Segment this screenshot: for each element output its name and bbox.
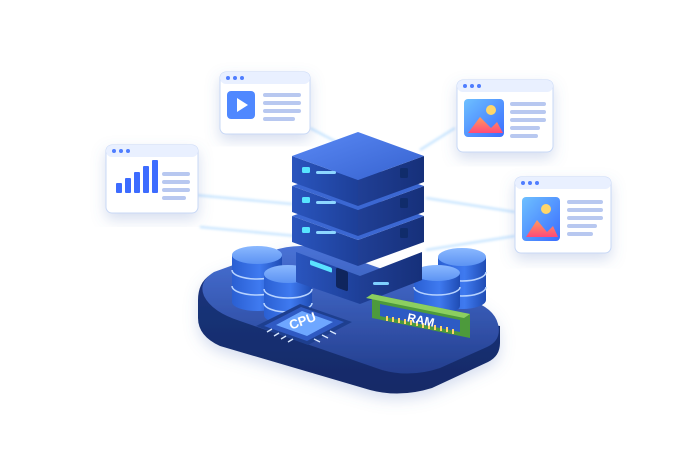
- cpu-pins: [266, 328, 337, 343]
- chart-panel: [105, 144, 199, 214]
- image-panel-right: [514, 176, 612, 254]
- server-base-unit: [296, 252, 422, 304]
- cpu-chip: CPU: [256, 304, 352, 345]
- connector-lines: [194, 127, 516, 251]
- image-panel-top: [456, 79, 554, 153]
- server-unit-1: [292, 132, 424, 206]
- ram-contacts: [386, 316, 454, 334]
- drum-front-right: [413, 265, 461, 314]
- ram-label: RAM: [406, 310, 436, 329]
- storage-drums-right: [413, 248, 487, 314]
- video-panel: [219, 71, 311, 135]
- bar-chart-icon: [116, 160, 158, 193]
- server-tower: [292, 132, 424, 304]
- ram-module: RAM: [366, 294, 470, 338]
